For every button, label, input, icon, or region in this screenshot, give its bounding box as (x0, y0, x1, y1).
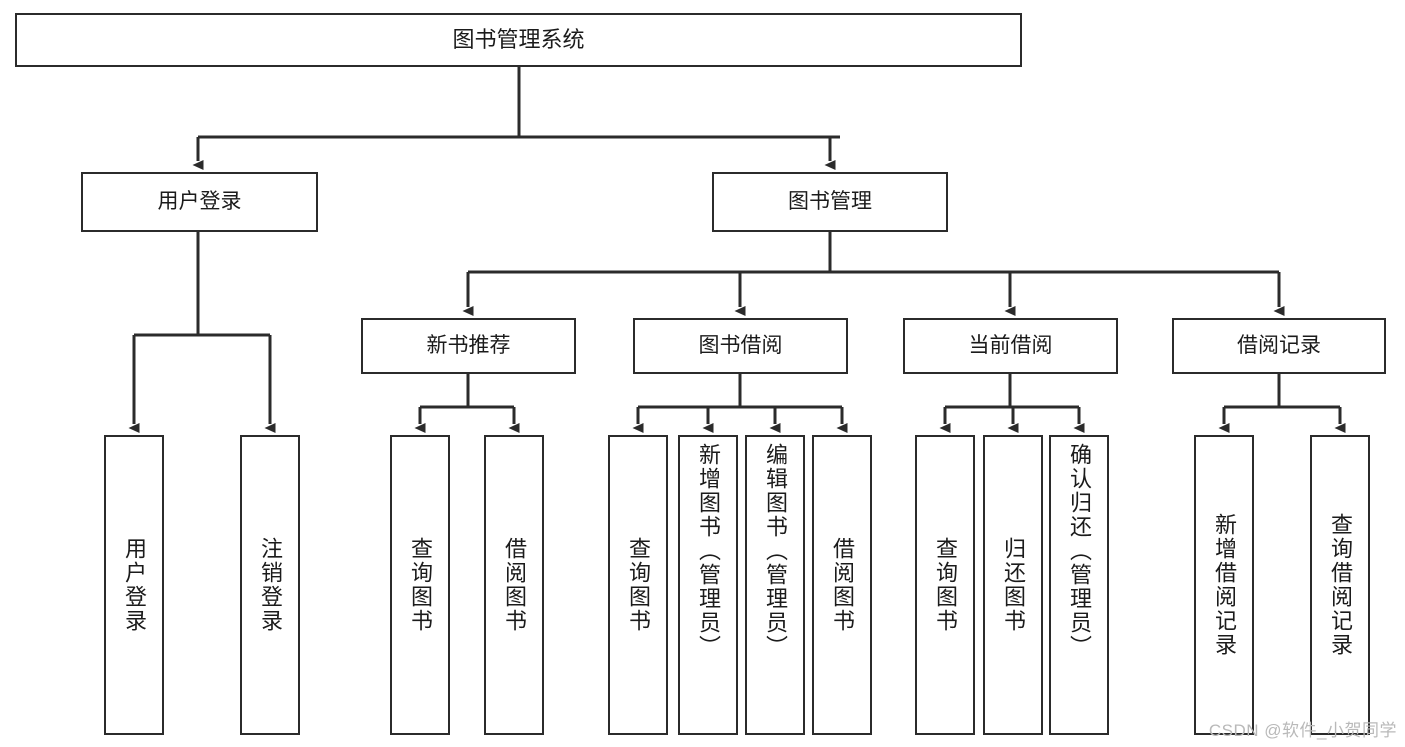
leaf-user-login[interactable]: 用户登录 (104, 435, 164, 735)
leaf-add-book-admin[interactable]: 新增图书（管理员） (678, 435, 738, 735)
leaf-query-book-borrow[interactable]: 查询图书 (608, 435, 668, 735)
node-label: 新书推荐 (426, 333, 511, 357)
leaf-edit-book-admin[interactable]: 编辑图书（管理员） (745, 435, 805, 735)
leaf-label: 查询图书 (626, 537, 651, 633)
leaf-label: 查询图书 (408, 537, 433, 633)
leaf-label: 确认归还（管理员） (1067, 443, 1092, 659)
node-new-book-recommend[interactable]: 新书推荐 (361, 318, 576, 374)
leaf-label: 查询借阅记录 (1328, 513, 1353, 657)
node-book-management[interactable]: 图书管理 (712, 172, 948, 232)
leaf-label: 新增借阅记录 (1212, 513, 1237, 657)
leaf-label: 查询图书 (933, 537, 958, 633)
leaf-label: 借阅图书 (830, 537, 855, 633)
csdn-watermark: CSDN @软件_小贺同学 (1208, 721, 1397, 740)
leaf-label: 编辑图书（管理员） (763, 443, 788, 659)
node-label: 图书管理 (788, 189, 872, 213)
node-label: 用户登录 (157, 189, 242, 213)
node-label: 图书管理系统 (452, 27, 585, 53)
leaf-query-book-current[interactable]: 查询图书 (915, 435, 975, 735)
leaf-confirm-return-admin[interactable]: 确认归还（管理员） (1049, 435, 1109, 735)
node-user-login[interactable]: 用户登录 (81, 172, 318, 232)
leaf-return-book[interactable]: 归还图书 (983, 435, 1043, 735)
leaf-query-borrow-record[interactable]: 查询借阅记录 (1310, 435, 1370, 735)
leaf-borrow-book-recommend[interactable]: 借阅图书 (484, 435, 544, 735)
leaf-borrow-book[interactable]: 借阅图书 (812, 435, 872, 735)
node-current-borrow[interactable]: 当前借阅 (903, 318, 1118, 374)
leaf-logout-login[interactable]: 注销登录 (240, 435, 300, 735)
leaf-label: 借阅图书 (502, 537, 527, 633)
leaf-query-book-recommend[interactable]: 查询图书 (390, 435, 450, 735)
node-book-borrow[interactable]: 图书借阅 (633, 318, 848, 374)
node-root-book-management-system[interactable]: 图书管理系统 (15, 13, 1022, 67)
node-label: 当前借阅 (968, 333, 1053, 357)
leaf-label: 注销登录 (258, 537, 283, 633)
leaf-label: 用户登录 (122, 537, 147, 633)
node-label: 图书借阅 (698, 333, 783, 357)
leaf-label: 新增图书（管理员） (696, 443, 721, 659)
node-label: 借阅记录 (1237, 333, 1321, 357)
leaf-add-borrow-record[interactable]: 新增借阅记录 (1194, 435, 1254, 735)
node-borrow-records[interactable]: 借阅记录 (1172, 318, 1386, 374)
leaf-label: 归还图书 (1001, 537, 1026, 633)
